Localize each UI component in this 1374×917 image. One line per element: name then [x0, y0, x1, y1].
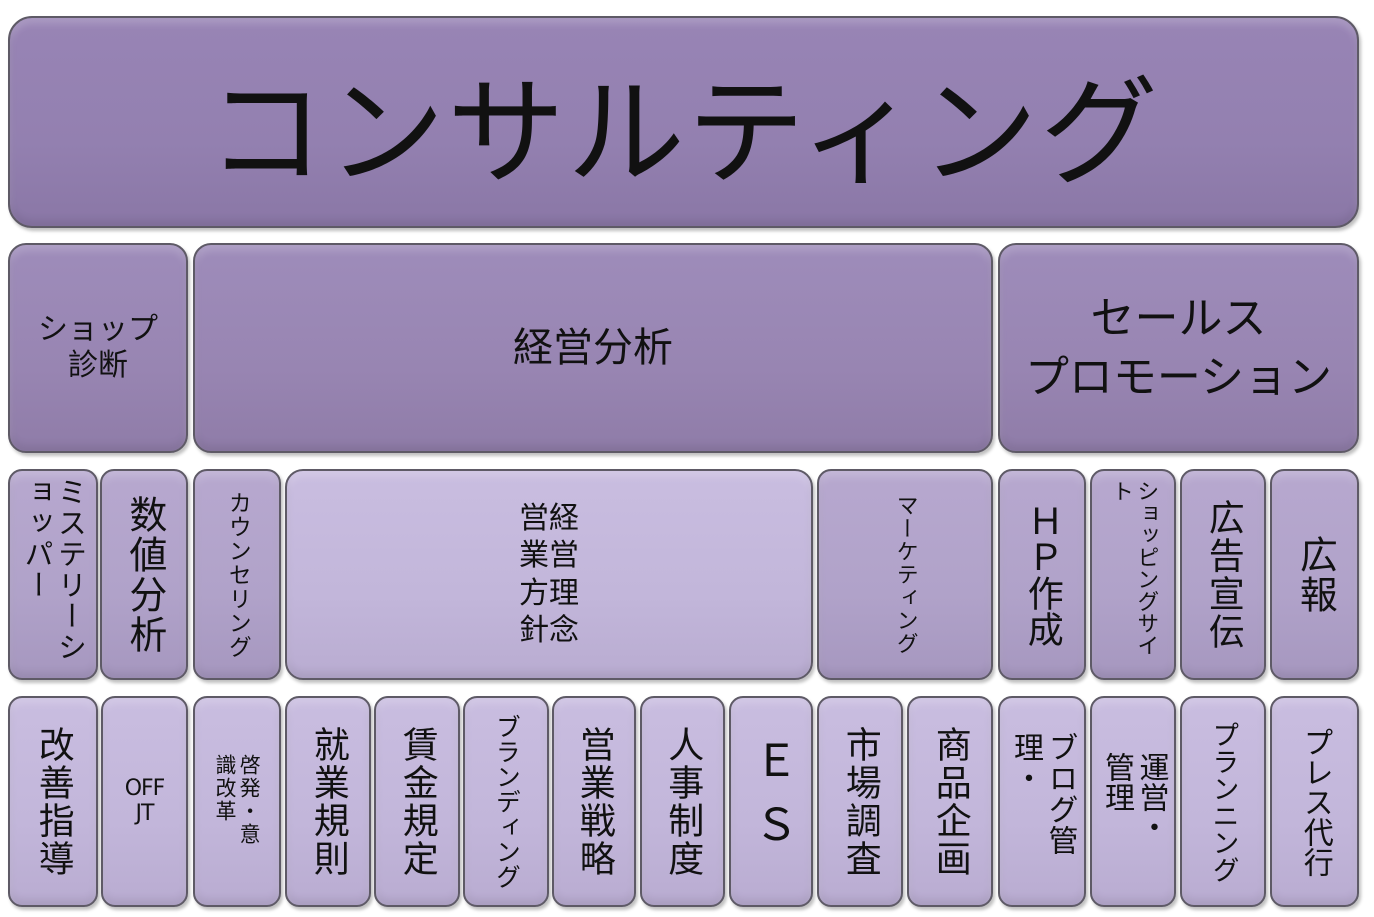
sales-promotion-label: セールス プロモーション	[1024, 292, 1333, 403]
marketing-box: マーケティング	[817, 469, 993, 680]
product-planning-label: 商品企画	[929, 725, 971, 878]
counseling-label: カウンセリング	[224, 490, 251, 659]
market-research-box: 市場調査	[817, 696, 903, 907]
mystery-shopper-box: ミステリーショッパー	[8, 469, 98, 680]
blog-management-box: ブログ管理・	[998, 696, 1086, 907]
work-rules-label: 就業規則	[307, 725, 349, 878]
press-agency-label: プレス代行	[1297, 726, 1333, 877]
awareness-reform-box: 啓発・意識改革	[193, 696, 281, 907]
shop-diagnosis-label: ショップ 診断	[38, 312, 158, 383]
shopping-site-label: ショッピングサイト	[1108, 479, 1159, 656]
operation-management-box: 運営・管理	[1090, 696, 1176, 907]
management-analysis-label: 経営分析	[513, 325, 673, 371]
product-planning-box: 商品企画	[907, 696, 993, 907]
hp-creation-box: ＨＰ作成	[998, 469, 1086, 680]
sales-strategy-label: 営業戦略	[573, 725, 615, 878]
operation-management-label: 運営・管理	[1099, 751, 1169, 842]
es-box: ＥＳ	[729, 696, 813, 907]
sales-promotion-box: セールス プロモーション	[998, 243, 1359, 453]
improvement-guidance-box: 改善指導	[8, 696, 98, 907]
work-rules-box: 就業規則	[285, 696, 371, 907]
market-research-label: 市場調査	[839, 725, 881, 878]
branding-box: ブランディング	[463, 696, 549, 907]
management-analysis-box: 経営分析	[193, 243, 993, 453]
advertising-label: 広告宣伝	[1202, 498, 1244, 651]
shop-diagnosis-box: ショップ 診断	[8, 243, 188, 453]
numeric-analysis-box: 数値分析	[100, 469, 188, 680]
sales-strategy-box: 営業戦略	[552, 696, 636, 907]
counseling-box: カウンセリング	[193, 469, 281, 680]
wage-regulations-label: 賃金規定	[396, 725, 438, 878]
hp-creation-label: ＨＰ作成	[1021, 502, 1063, 647]
es-label: ＥＳ	[746, 737, 798, 866]
marketing-label: マーケティング	[892, 494, 918, 655]
blog-management-label: ブログ管理・	[1008, 731, 1078, 856]
personnel-system-box: 人事制度	[640, 696, 725, 907]
awareness-reform-label: 啓発・意識改革	[213, 754, 262, 846]
planning-label: プランニング	[1207, 720, 1239, 883]
public-relations-box: 広報	[1270, 469, 1359, 680]
management-policy-box: 営経 業営 方理 針念	[285, 469, 813, 680]
personnel-system-label: 人事制度	[662, 725, 704, 878]
management-policy-label: 営経 業営 方理 針念	[519, 500, 579, 649]
advertising-box: 広告宣伝	[1180, 469, 1266, 680]
shopping-site-box: ショッピングサイト	[1090, 469, 1176, 680]
mystery-shopper-label: ミステリーショッパー	[20, 477, 88, 663]
title-text: コンサルティング	[207, 67, 1160, 200]
title-box: コンサルティング	[8, 16, 1359, 228]
improvement-guidance-label: 改善指導	[32, 725, 74, 878]
off-jt-label: OFF JT	[124, 776, 166, 826]
planning-box: プランニング	[1180, 696, 1266, 907]
off-jt-box: OFF JT	[101, 696, 188, 907]
public-relations-label: 広報	[1293, 534, 1338, 615]
press-agency-box: プレス代行	[1270, 696, 1359, 907]
wage-regulations-box: 賃金規定	[374, 696, 460, 907]
numeric-analysis-label: 数値分析	[122, 494, 167, 655]
branding-label: ブランディング	[492, 714, 522, 889]
